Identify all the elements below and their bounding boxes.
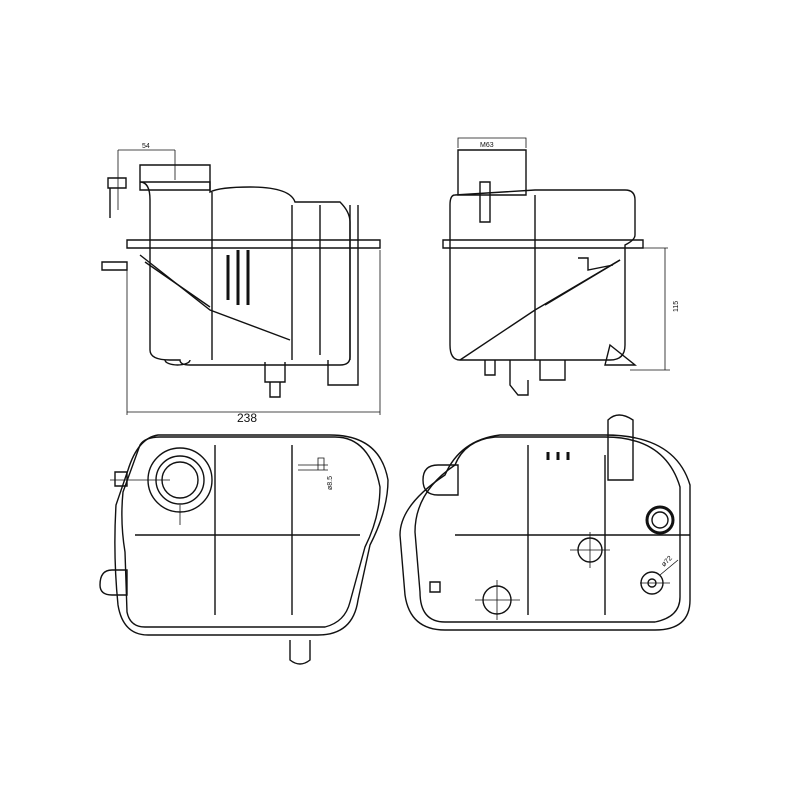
dim-238: 238 xyxy=(237,411,257,425)
dim-diameter-72: ø72 xyxy=(660,555,674,569)
dim-54: 54 xyxy=(142,143,150,150)
top-view: ø8.5 xyxy=(99,434,389,665)
side-view-right: M63 115 xyxy=(442,137,680,396)
side-view-left: 54 238 xyxy=(101,143,381,425)
dim-diameter-8-5: ø8.5 xyxy=(327,476,334,490)
dim-115: 115 xyxy=(673,301,680,312)
dim-m63: M63 xyxy=(480,142,494,149)
bottom-view: ø72 xyxy=(399,414,691,631)
